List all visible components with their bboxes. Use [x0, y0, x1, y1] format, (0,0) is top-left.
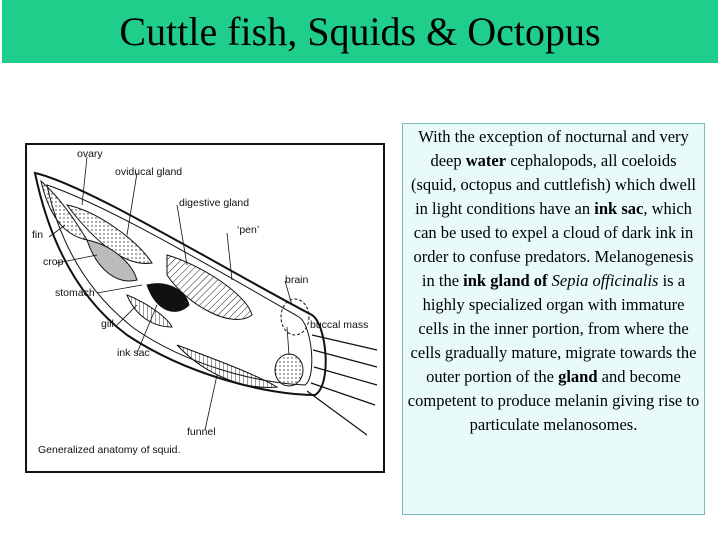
label-ovary: ovary	[77, 148, 103, 160]
figure-caption: Generalized anatomy of squid.	[38, 444, 181, 456]
label-crop: crop	[43, 256, 64, 268]
label-brain: brain	[285, 274, 309, 286]
body-italic-species: Sepia officinalis	[551, 271, 659, 290]
mantle-outline	[33, 171, 327, 397]
squid-anatomy-figure: ovary oviducal gland digestive gland ‘pe…	[25, 143, 385, 473]
body-bold-ink-gland: ink gland of	[463, 271, 548, 290]
body-text-6: and become competent to produce melanin …	[407, 367, 700, 434]
digestive-gland-shape	[166, 254, 253, 320]
label-buccal-mass: buccal mass	[310, 319, 368, 331]
gill-shape	[126, 294, 173, 328]
label-funnel: funnel	[187, 426, 216, 438]
label-gill: gill	[101, 318, 114, 330]
body-text-1: With the exception of nocturnal and very…	[418, 127, 689, 170]
slide-title: Cuttle fish, Squids & Octopus	[119, 9, 601, 54]
label-stomach: stomach	[55, 287, 95, 299]
ink-sac-shape	[146, 283, 190, 312]
body-bold-ink-sac: ink sac	[594, 199, 644, 218]
mantle-inner	[46, 184, 313, 386]
body-bold-water: water	[465, 151, 507, 170]
title-bar: Cuttle fish, Squids & Octopus	[2, 0, 718, 63]
body-text-box: With the exception of nocturnal and very…	[402, 123, 705, 515]
body-text-3: , which can be used to expel a cloud of …	[413, 199, 694, 290]
body-text-5: is a highly specialized organ with immat…	[410, 271, 697, 386]
crop-shape	[86, 239, 138, 282]
ovary-shape	[65, 204, 153, 264]
arms	[306, 334, 378, 436]
funnel-shape	[176, 344, 279, 388]
label-fin: fin	[32, 229, 43, 241]
buccal-mass-shape	[274, 353, 304, 387]
squid-anatomy-drawing: ovary oviducal gland digestive gland ‘pe…	[32, 148, 378, 438]
label-ink-sac: ink sac	[117, 347, 150, 359]
label-digestive-gland: digestive gland	[179, 197, 249, 209]
label-pen: ‘pen’	[237, 224, 259, 236]
body-bold-gland: gland	[558, 367, 598, 386]
label-oviducal-gland: oviducal gland	[115, 166, 182, 178]
body-text-2: cephalopods, all coeloids (squid, octopu…	[410, 151, 697, 218]
brain-shape	[280, 298, 310, 336]
